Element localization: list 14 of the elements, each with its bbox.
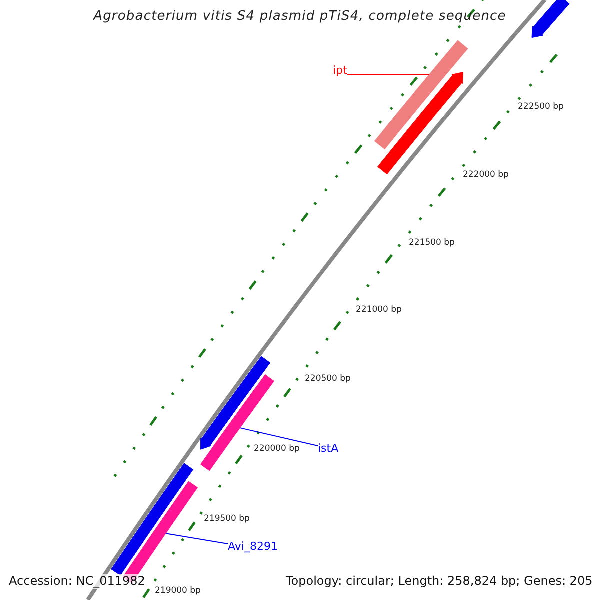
position-label: 220000 bp	[254, 444, 300, 454]
title: Agrobacterium vitis S4 plasmid pTiS4, complete sequence	[92, 9, 508, 24]
leader-line	[346, 74, 430, 76]
position-label: 221000 bp	[356, 305, 402, 315]
leader-line	[240, 428, 318, 446]
position-label: 222500 bp	[518, 102, 564, 112]
info-text: Topology: circular; Length: 258,824 bp; Genes: 205	[285, 574, 594, 589]
gene-bar	[374, 40, 468, 150]
info-text: Accession: NC_011982	[7, 574, 148, 589]
position-label: 221500 bp	[409, 238, 455, 248]
leader-line	[165, 533, 228, 544]
gene-label: istA	[318, 442, 339, 455]
gene-label: ipt	[333, 64, 348, 77]
gene-label: Avi_8291	[228, 540, 278, 553]
